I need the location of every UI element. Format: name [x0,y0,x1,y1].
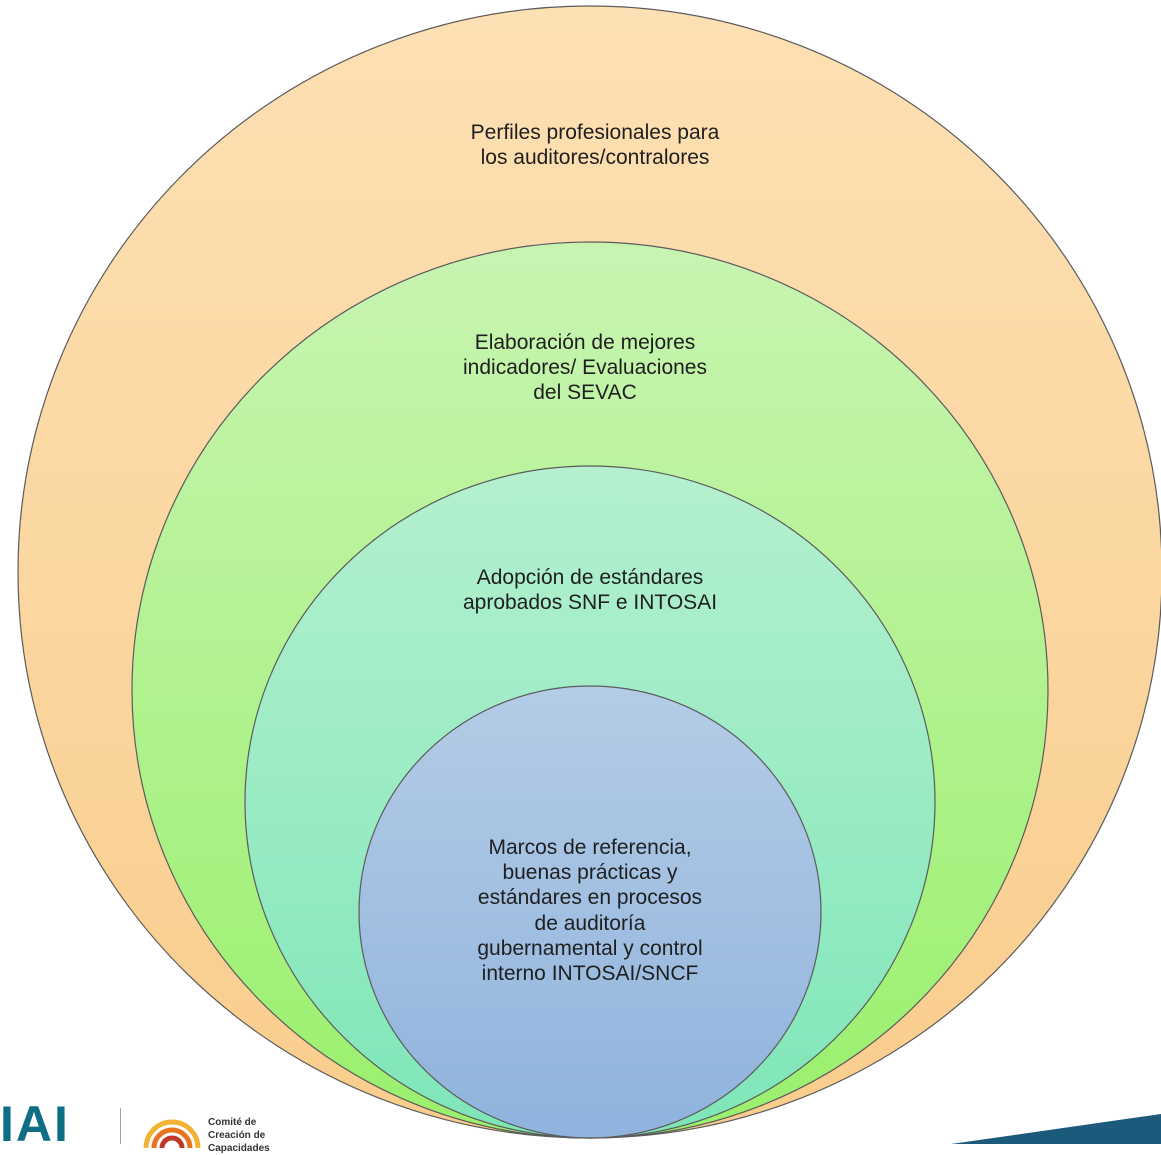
footer-logo: IAI Comité de Creación de Capacidades [0,1096,300,1154]
committee-caption: Comité de Creación de Capacidades [208,1117,270,1154]
outer-circle-label: Perfiles profesionales para los auditore… [470,121,720,170]
second-circle-label: Elaboración de mejores indicadores/ Eval… [463,331,707,405]
inner-circle-label: Marcos de referencia, buenas prácticas y… [477,836,703,985]
logo-letters: IAI [0,1096,70,1152]
committee-emblem-icon [143,1119,201,1148]
inner-circle [358,685,822,1139]
logo-divider [120,1108,121,1144]
corner-decoration [951,1114,1161,1144]
third-circle-label: Adopción de estándares aprobados SNF e I… [462,566,718,615]
